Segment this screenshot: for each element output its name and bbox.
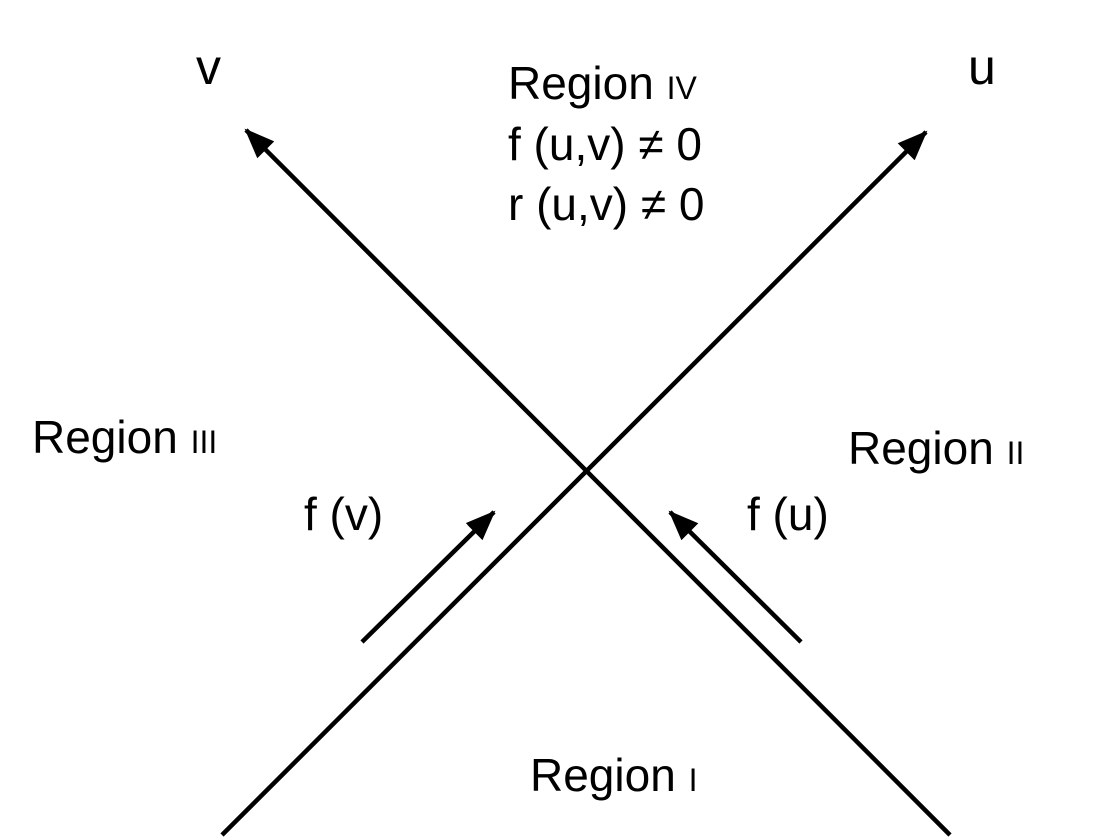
- region-iv-word: Region: [508, 57, 654, 109]
- region-iv-numeral: IV: [666, 57, 697, 109]
- region-iv-title: Region IV: [508, 60, 697, 106]
- flow-arrow-left: [360, 510, 496, 644]
- region-ii-label: Region II: [848, 425, 1024, 471]
- region-i-word: Region: [530, 749, 676, 801]
- region-iii-numeral: III: [190, 411, 218, 463]
- region-iii-word: Region: [32, 411, 178, 463]
- region-iv-condition-f: f (u,v) ≠ 0: [508, 118, 702, 170]
- v-axis-line: [244, 128, 952, 837]
- region-iv-condition-r: r (u,v) ≠ 0: [508, 178, 705, 230]
- flow-label-left: f (v): [304, 488, 384, 540]
- region-ii-word: Region: [848, 422, 994, 474]
- u-axis-line: [220, 130, 928, 837]
- flow-label-right: f (u): [747, 488, 829, 540]
- flow-arrow-right: [668, 510, 803, 644]
- u-axis-label: u: [968, 39, 996, 95]
- region-ii-numeral: II: [1006, 422, 1025, 474]
- region-i-numeral: I: [688, 749, 698, 801]
- region-i-label: Region I: [530, 752, 697, 798]
- region-iii-label: Region III: [32, 414, 217, 460]
- v-axis-label: v: [196, 39, 221, 95]
